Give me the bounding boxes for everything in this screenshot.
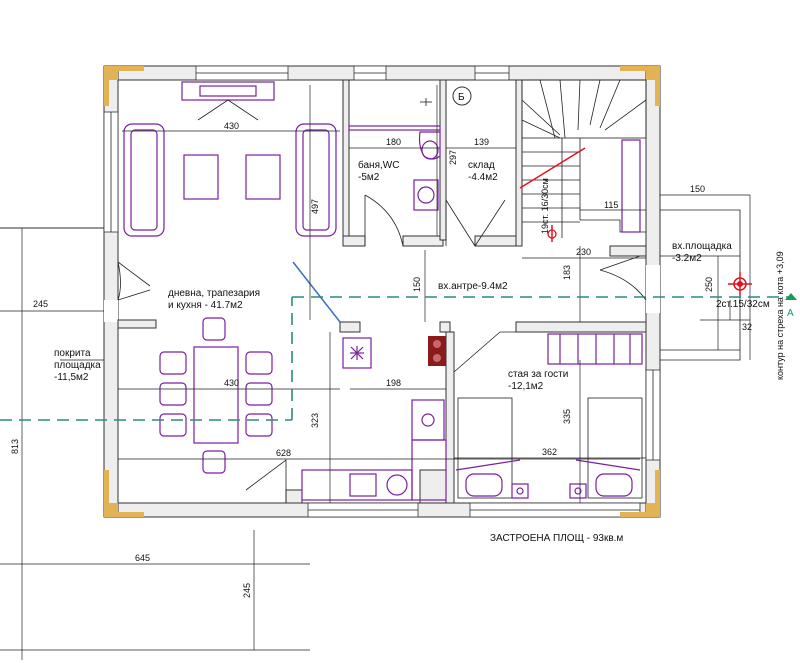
notes: 19ст. 16/30см 2ст.15/32см контур на стре… [458,92,794,544]
room-labels: дневна, трапезария и кухня - 41.7м2 баня… [54,159,732,392]
dim-hall-depth: 150 [412,277,422,292]
dim-bath-height: 297 [448,150,458,165]
bathroom-fixtures [348,98,441,211]
dim-platform-width: 150 [690,184,705,194]
wall-corners [104,66,660,517]
guest-room-name: стая за гости [508,369,568,380]
dim-dining-width: 430 [224,378,239,388]
dim-guest-depth: 335 [562,409,572,424]
dim-hall-height: 183 [562,265,572,280]
step-note: 2ст.15/32см [716,299,770,310]
guest-room-furniture [455,333,643,499]
axis-marker-a: А [787,308,794,319]
dining-furniture [159,317,273,474]
living-furniture [123,81,337,237]
dim-bottom-offset: 245 [242,583,252,598]
dimension-lines [0,85,751,660]
door-swings [117,194,647,503]
kitchen-fixtures [301,336,447,501]
dim-living-depth: 497 [310,199,320,214]
dim-living-top: 430 [224,121,239,131]
bath-area: -5м2 [358,172,380,183]
dim-guest-width: 362 [542,447,557,457]
terrace-area: -11,5м2 [54,372,89,383]
dim-kitchen-width: 198 [386,378,401,388]
guest-room-area: -12,1м2 [508,381,544,392]
dim-landing: 115 [604,200,618,210]
section-marker-b [452,86,472,106]
dim-platform-height: 250 [704,277,714,292]
terrace-name: покрита [54,348,91,359]
living-room-name: дневна, трапезария [168,288,260,299]
section-axes [0,296,790,421]
storage-area: -4.4м2 [468,172,498,183]
dim-total-depth: 813 [10,439,20,454]
dim-total-width: 628 [276,448,291,458]
staircase [519,79,647,242]
stair-note: 19ст. 16/30см [540,178,550,234]
section-label-b: Б [458,92,465,103]
built-area: ЗАСТРОЕНА ПЛОЩ - 93кв.м [490,533,623,544]
dim-left-offset: 245 [33,299,48,309]
dimension-labels: 430 180 139 297 497 115 150 230 250 150 … [10,121,752,598]
dim-kitchen-depth: 323 [310,413,320,428]
dim-storage-width: 139 [474,137,489,147]
hall-name: вх.антре-9.4м2 [438,281,508,292]
storage-name: склад [468,160,495,171]
platform-area: -3.2м2 [672,253,702,264]
terrace-name-2: площадка [54,360,101,371]
dim-hall-width: 230 [576,247,591,257]
bath-name: баня,WC [358,159,399,171]
section-marker-a [728,272,797,300]
dim-step-width: 32 [742,322,752,332]
platform-name: вх.площадка [672,241,732,252]
contour-note: контур на стреха на кота +3,09 [775,251,785,380]
dim-bath-width: 180 [386,137,401,147]
living-room-area: и кухня - 41.7м2 [168,300,243,311]
dim-bottom-width: 645 [135,553,150,563]
